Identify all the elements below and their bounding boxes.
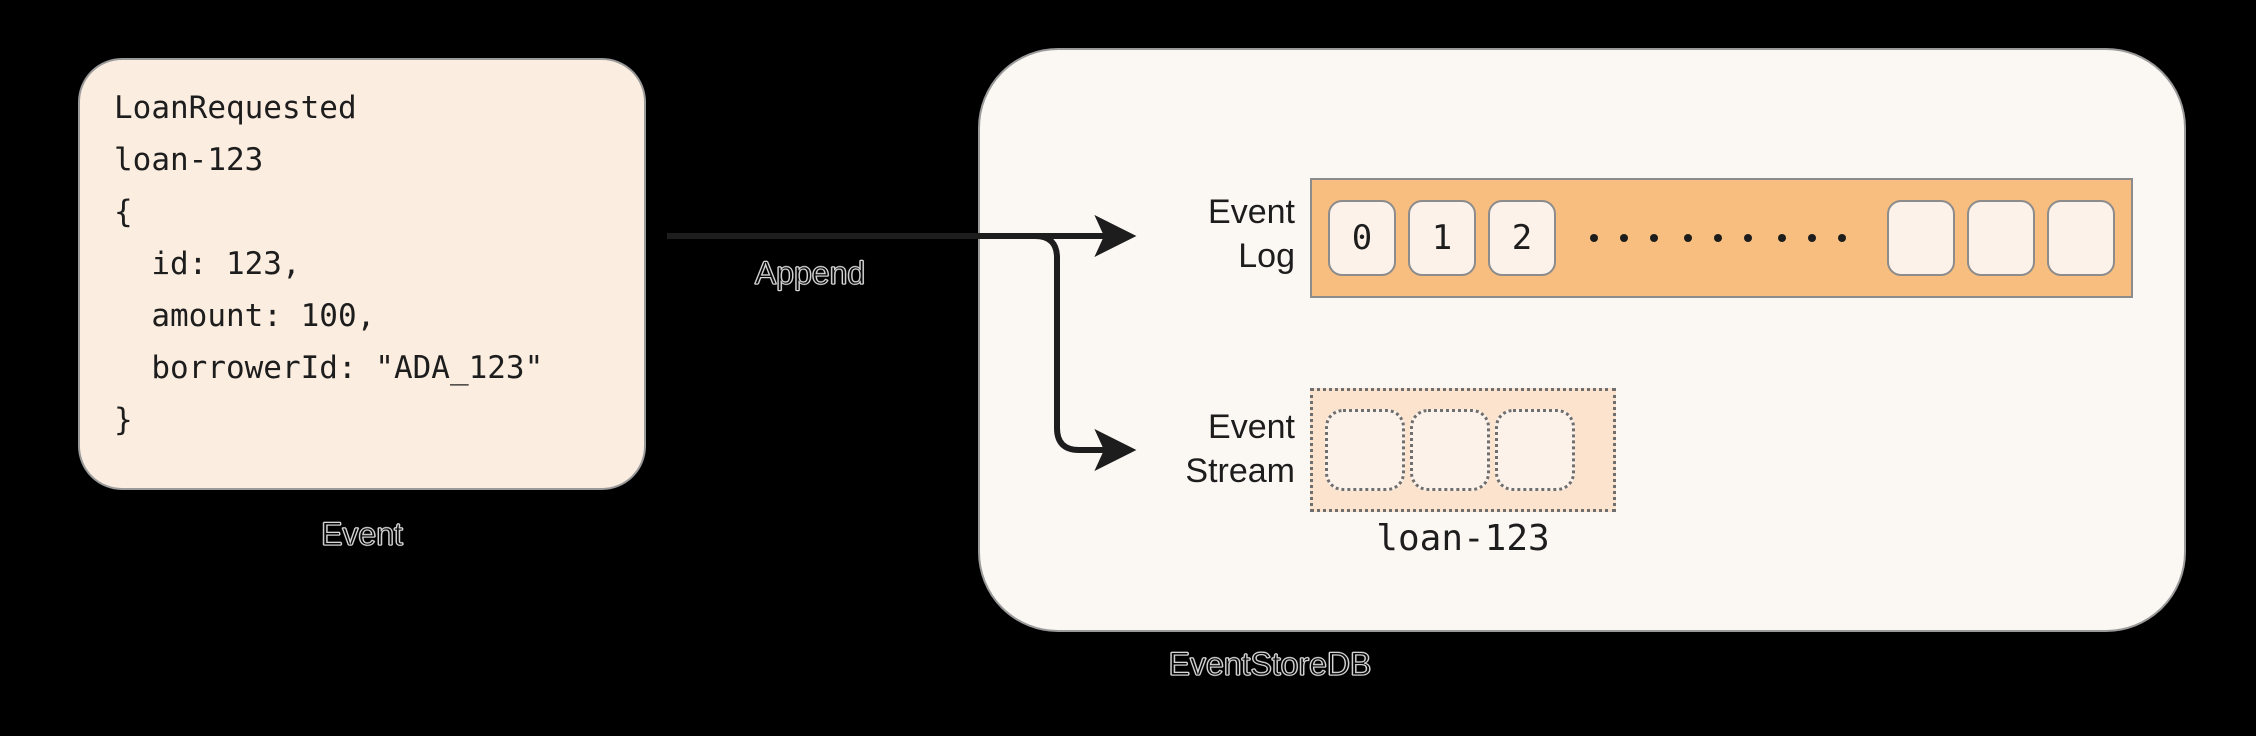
event-card-caption: Event (321, 516, 404, 553)
ellipsis-dot (1650, 234, 1658, 242)
event-stream-cell[interactable] (1410, 409, 1490, 491)
event-log-cell[interactable]: 1 (1408, 200, 1476, 276)
event-log-empty-cell[interactable] (1887, 200, 1955, 276)
ellipsis-dot (1808, 234, 1816, 242)
ellipsis-dot (1838, 234, 1846, 242)
event-stream-name: loan-123 (1376, 518, 1550, 559)
event-log-strip: 0 1 2 (1310, 178, 2133, 298)
event-log-cell[interactable]: 2 (1488, 200, 1556, 276)
ellipsis-dot (1714, 234, 1722, 242)
event-stream-cell[interactable] (1325, 409, 1405, 491)
ellipsis-dot-group (1778, 234, 1846, 242)
event-log-cell[interactable]: 0 (1328, 200, 1396, 276)
ellipsis-dot (1778, 234, 1786, 242)
append-arrow-label: Append (754, 255, 866, 292)
ellipsis-dot-group (1590, 234, 1658, 242)
ellipsis-dot (1620, 234, 1628, 242)
event-log-empty-cells (1887, 200, 2115, 276)
eventstoredb-caption: EventStoreDB (1168, 646, 1372, 683)
eventstoredb-panel (978, 48, 2186, 632)
event-stream-cell[interactable] (1495, 409, 1575, 491)
ellipsis-dot (1590, 234, 1598, 242)
event-log-ellipsis (1590, 234, 1846, 242)
event-card: LoanRequested loan-123 { id: 123, amount… (78, 58, 646, 490)
event-log-label: Event Log (1208, 193, 1295, 275)
event-stream-strip (1310, 388, 1616, 512)
ellipsis-dot-group (1684, 234, 1752, 242)
event-payload-code: LoanRequested loan-123 { id: 123, amount… (114, 90, 544, 438)
ellipsis-dot (1744, 234, 1752, 242)
event-log-empty-cell[interactable] (1967, 200, 2035, 276)
ellipsis-dot (1684, 234, 1692, 242)
event-log-empty-cell[interactable] (2047, 200, 2115, 276)
event-stream-label: Event Stream (1185, 408, 1295, 490)
